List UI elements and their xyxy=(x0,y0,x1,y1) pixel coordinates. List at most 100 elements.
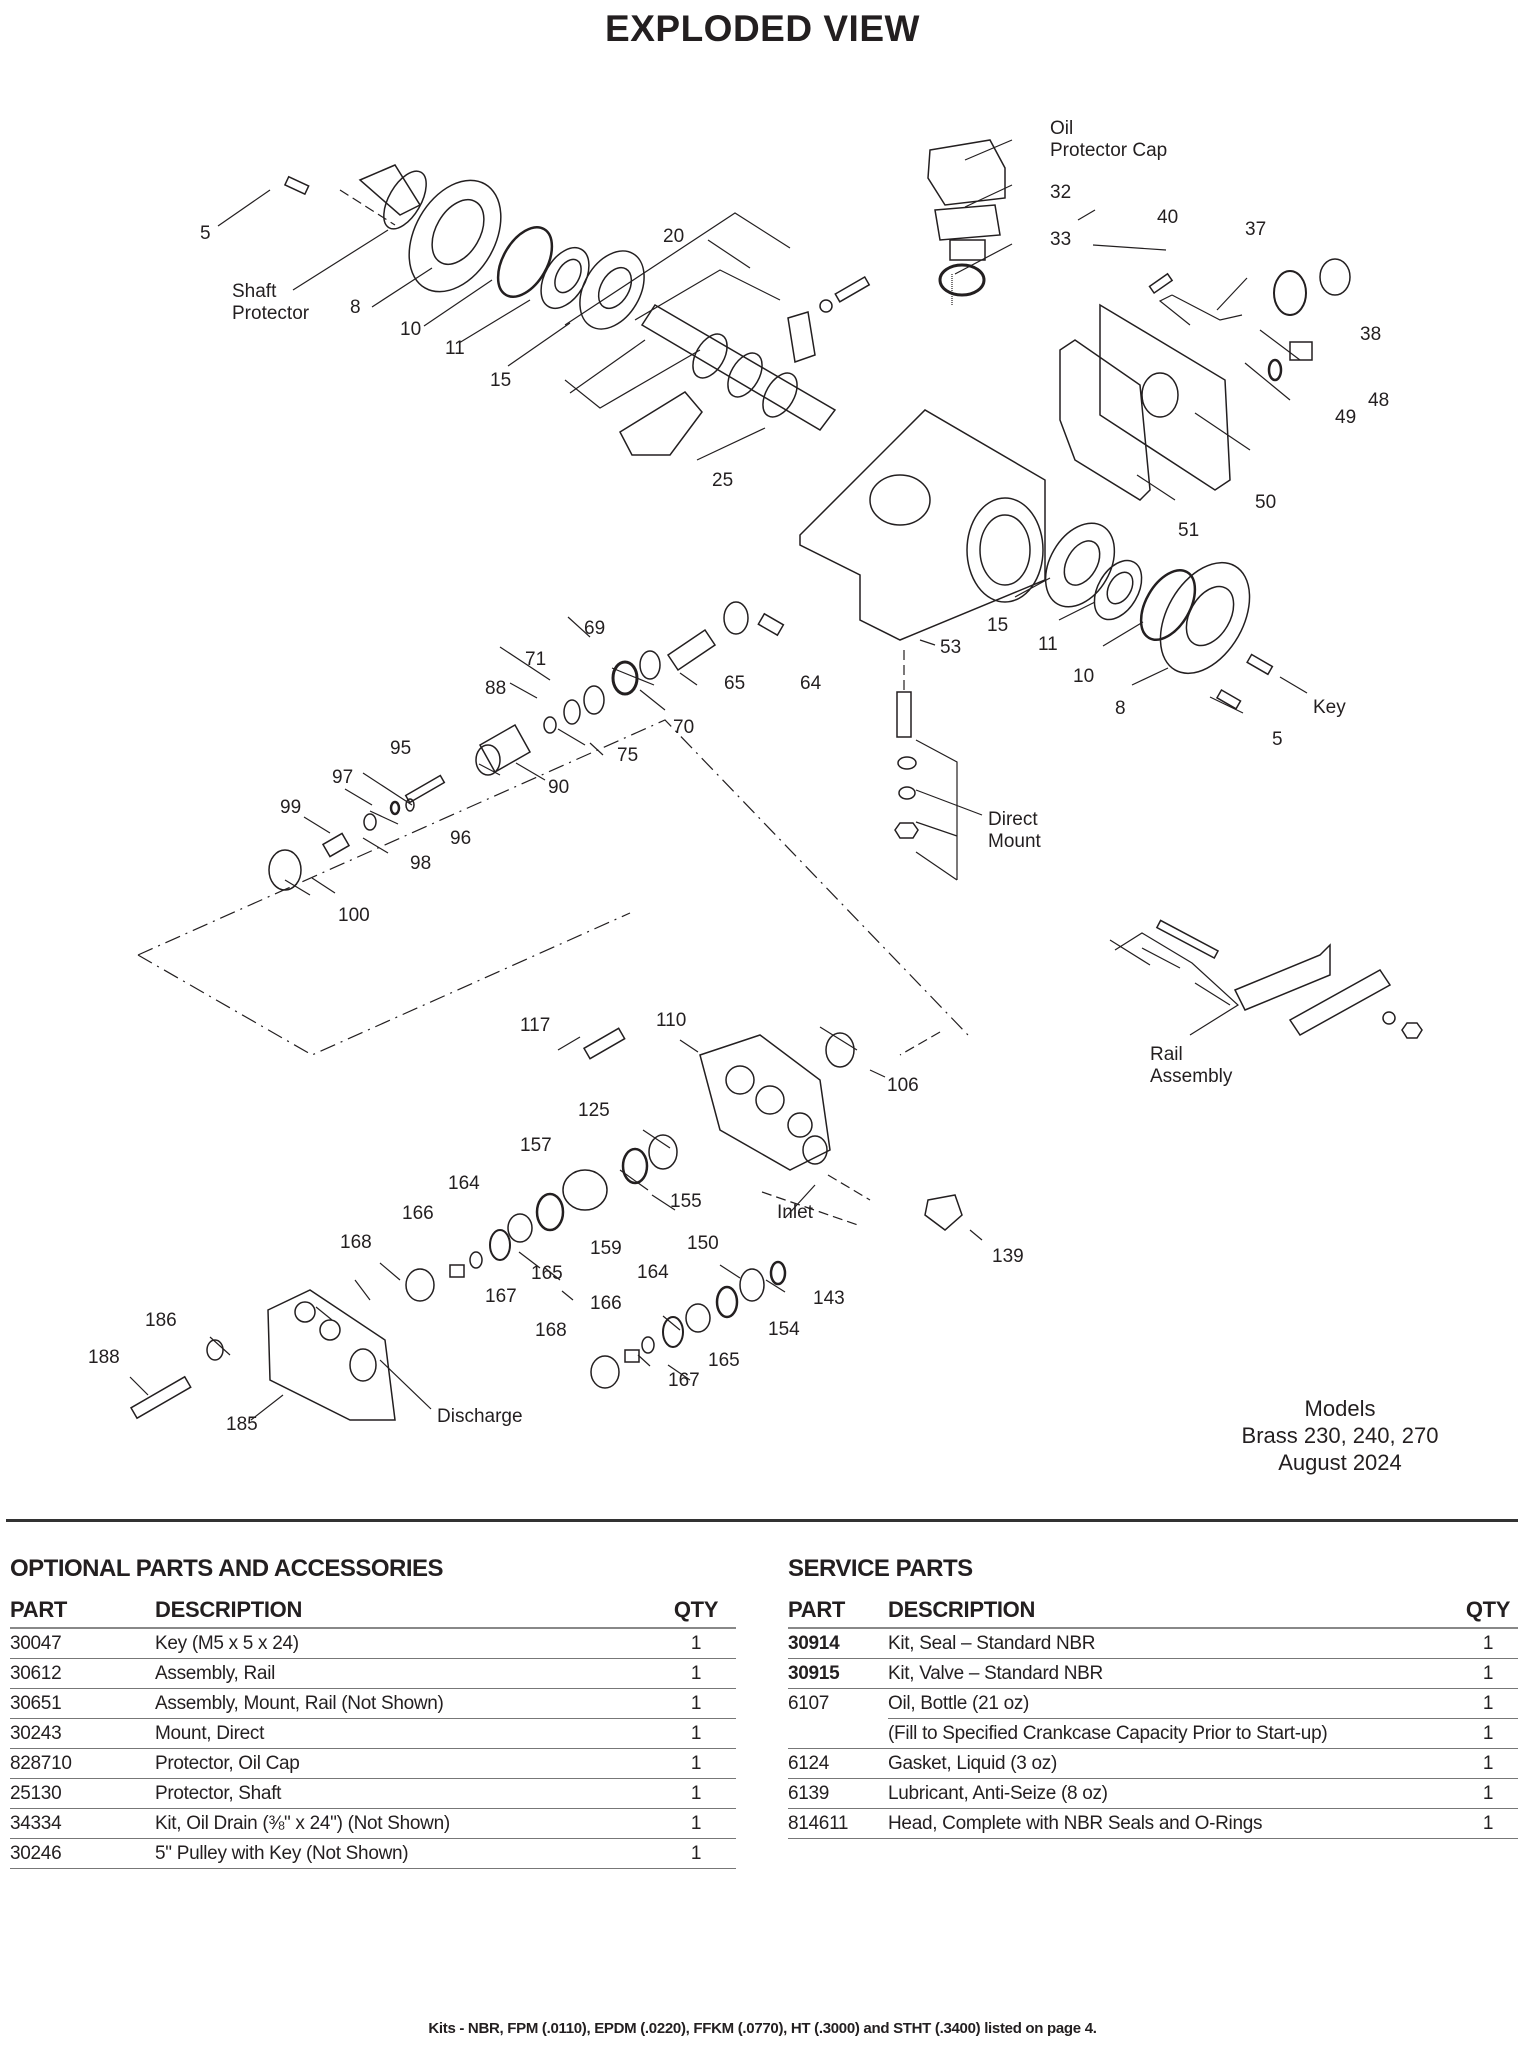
part-description: (Fill to Specified Crankcase Capacity Pr… xyxy=(888,1718,1458,1749)
part-qty: 1 xyxy=(656,1838,736,1869)
part-description: Protector, Oil Cap xyxy=(155,1748,656,1779)
bolt-part xyxy=(582,1027,626,1060)
part-qty: 1 xyxy=(1458,1688,1518,1719)
o-ring-part xyxy=(496,226,554,298)
part-description: Kit, Valve – Standard NBR xyxy=(888,1658,1458,1689)
spring-part xyxy=(624,1349,640,1363)
callout-188: 188 xyxy=(88,1347,120,1368)
callout-159: 159 xyxy=(590,1238,622,1259)
oil-filler-cap-part xyxy=(934,204,1001,261)
callout-oil-protector-cap: Oil Protector Cap xyxy=(1050,118,1168,161)
part-qty: 1 xyxy=(1458,1628,1518,1659)
callout-38: 38 xyxy=(1360,324,1382,345)
o-ring-part xyxy=(662,1316,684,1348)
valve-part xyxy=(507,1213,533,1243)
leader-lines xyxy=(129,139,1308,1421)
drain-plug-part xyxy=(1289,341,1313,361)
callout-20: 20 xyxy=(663,226,685,247)
part-description: Lubricant, Anti-Seize (8 oz) xyxy=(888,1778,1458,1809)
callout-75: 75 xyxy=(617,745,639,766)
seal-retainer-part xyxy=(268,849,302,891)
optional-parts-section: OPTIONAL PARTS AND ACCESSORIES PART DESC… xyxy=(10,1555,736,1869)
part-description: Gasket, Liquid (3 oz) xyxy=(888,1748,1458,1779)
seal-part xyxy=(648,1134,678,1170)
callout-5b: 5 xyxy=(1272,729,1283,750)
callout-11: 11 xyxy=(445,338,465,359)
oil-protector-cap-part xyxy=(927,139,1006,206)
connecting-rod-cap-part xyxy=(787,311,816,364)
part-qty: 1 xyxy=(656,1658,736,1689)
washer-part xyxy=(563,699,581,725)
drain-plug-part xyxy=(1273,258,1351,316)
callout-key: Key xyxy=(1313,697,1346,718)
valve-seat-part xyxy=(562,1169,608,1211)
o-ring-part xyxy=(1267,358,1283,382)
callout-64: 64 xyxy=(800,673,822,694)
callout-88: 88 xyxy=(485,678,507,699)
part-description: Kit, Seal – Standard NBR xyxy=(888,1628,1458,1659)
o-ring-part xyxy=(938,263,986,297)
callout-10: 10 xyxy=(400,319,422,340)
washer-part xyxy=(206,1339,224,1361)
part-number: 30651 xyxy=(10,1688,155,1719)
plunger-nut-part xyxy=(321,832,351,858)
part-description: Head, Complete with NBR Seals and O-Ring… xyxy=(888,1808,1458,1839)
o-ring-part xyxy=(769,1260,787,1286)
o-ring-part xyxy=(489,1229,511,1261)
plug-part xyxy=(924,1194,963,1231)
seal-retainer-part xyxy=(639,650,661,680)
part-description: Assembly, Mount, Rail (Not Shown) xyxy=(155,1688,656,1719)
exploded-view-diagram xyxy=(129,139,1423,1421)
callout-117: 117 xyxy=(520,1015,551,1036)
seat-part xyxy=(739,1268,765,1302)
callout-11b: 11 xyxy=(1038,634,1058,655)
col-description: DESCRIPTION xyxy=(155,1595,656,1629)
callout-106: 106 xyxy=(887,1075,919,1096)
part-description: Kit, Oil Drain (⅜" x 24") (Not Shown) xyxy=(155,1808,656,1839)
part-qty: 1 xyxy=(1458,1778,1518,1809)
part-number xyxy=(788,1718,888,1749)
part-description: Key (M5 x 5 x 24) xyxy=(155,1628,656,1659)
service-parts-section: SERVICE PARTS PART DESCRIPTION QTY 30914… xyxy=(788,1555,1518,1839)
part-qty: 1 xyxy=(656,1748,736,1779)
part-qty: 1 xyxy=(656,1688,736,1719)
part-number: 30914 xyxy=(788,1628,888,1659)
models-note: Models Brass 230, 240, 270 August 2024 xyxy=(1240,1395,1440,1476)
pin-part xyxy=(757,612,785,637)
connecting-rod-part xyxy=(619,391,703,456)
callout-direct-mount: Direct Mount xyxy=(988,809,1041,852)
callout-8b: 8 xyxy=(1115,698,1126,719)
callout-10b: 10 xyxy=(1073,666,1095,687)
part-description: Protector, Shaft xyxy=(155,1778,656,1809)
o-ring-part xyxy=(535,1192,565,1232)
col-description: DESCRIPTION xyxy=(888,1595,1458,1629)
oil-seal-part xyxy=(1093,559,1143,621)
callout-53: 53 xyxy=(940,637,962,658)
part-number: 30243 xyxy=(10,1718,155,1749)
callout-15b: 15 xyxy=(987,615,1009,636)
part-number: 30612 xyxy=(10,1658,155,1689)
kits-footnote: Kits - NBR, FPM (.0110), EPDM (.0220), F… xyxy=(428,2020,1097,2037)
page-title: EXPLODED VIEW xyxy=(605,8,920,49)
part-qty: 1 xyxy=(1458,1658,1518,1689)
callout-65: 65 xyxy=(724,673,746,694)
shaft-protector-part xyxy=(358,164,427,230)
callout-97: 97 xyxy=(332,767,354,788)
part-description: Oil, Bottle (21 oz) xyxy=(888,1688,1458,1719)
crankcase-part xyxy=(799,409,1046,641)
washer-part xyxy=(819,299,833,313)
callout-99: 99 xyxy=(280,797,302,818)
part-qty: 1 xyxy=(656,1628,736,1659)
callout-166b: 166 xyxy=(590,1293,622,1314)
inlet-manifold-part xyxy=(699,1034,831,1171)
callout-168b: 168 xyxy=(535,1320,567,1341)
valve-cage-part xyxy=(590,1355,620,1389)
